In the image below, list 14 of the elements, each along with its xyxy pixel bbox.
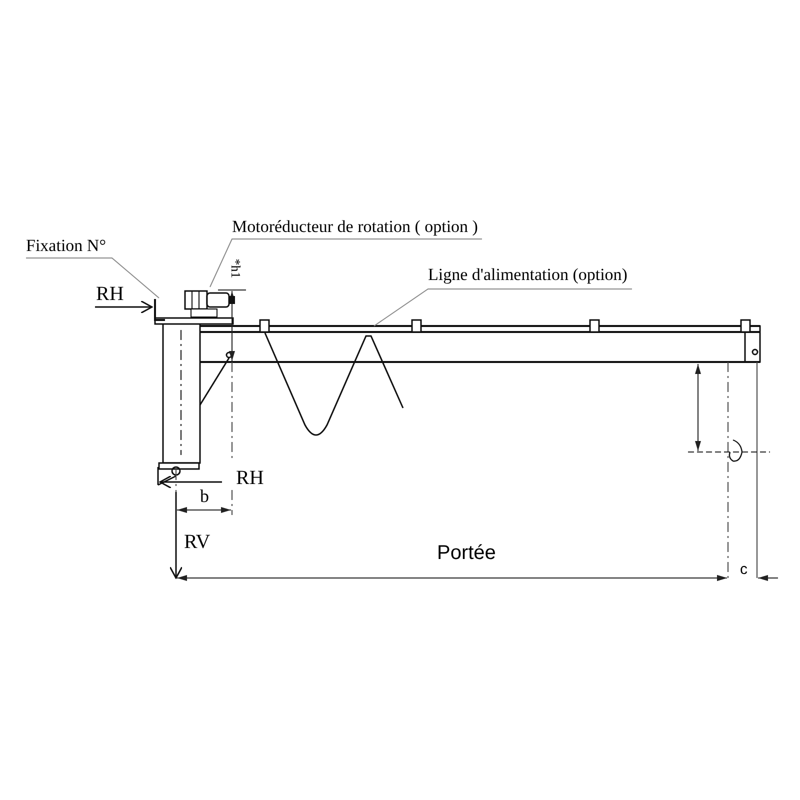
- callout-text: Fixation N°: [26, 233, 112, 258]
- force-label: RH: [96, 284, 124, 304]
- force-label: RV: [184, 532, 210, 552]
- dimension-label: Portée: [437, 543, 496, 563]
- dimension-label: *h1: [229, 258, 242, 278]
- wall-bracket-drawing: [152, 298, 166, 322]
- dimension-label: b: [200, 487, 209, 505]
- force-label: RH: [236, 468, 264, 488]
- leader-line: [374, 288, 632, 326]
- callout-text: Motoréducteur de rotation ( option ): [232, 214, 482, 239]
- callout-text: Ligne d'alimentation (option): [428, 262, 632, 289]
- leader-line: [210, 238, 482, 288]
- leader-line: [26, 258, 160, 298]
- dimension-label: c: [740, 562, 748, 577]
